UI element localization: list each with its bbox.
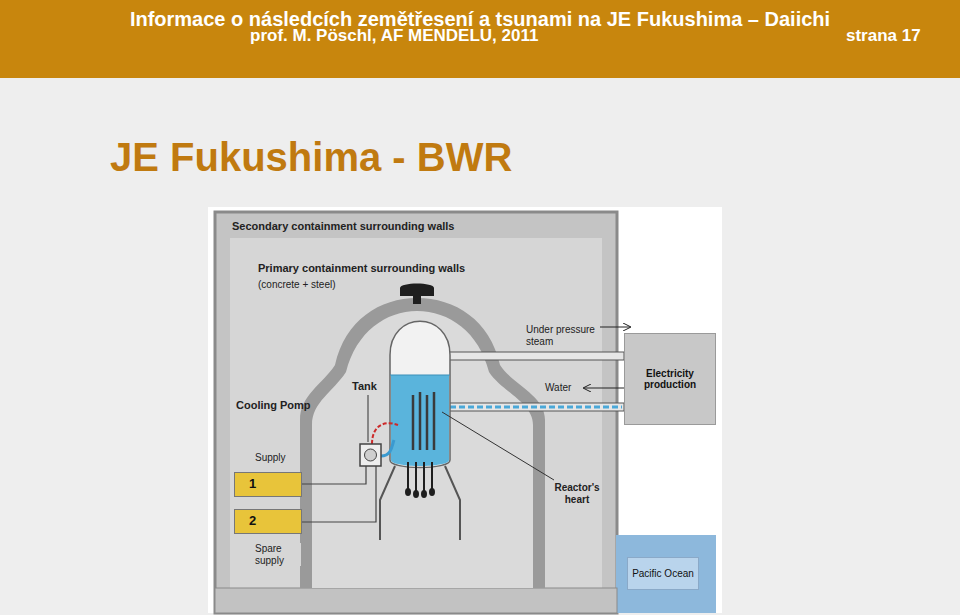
vent-stem (413, 296, 421, 304)
header-band (0, 0, 960, 78)
control-rods (408, 462, 432, 492)
part-label: Reactor's heart (548, 482, 606, 505)
tank-leader (368, 395, 369, 442)
part-label: (concrete + steel) (258, 279, 336, 291)
cooling-pump (360, 444, 381, 466)
secondary-inner (230, 238, 602, 613)
flow-label: Water (545, 382, 571, 394)
water-arrow (584, 388, 625, 389)
supply-box: 1 (234, 472, 302, 497)
steam-arrow (600, 327, 630, 328)
vessel-supports (380, 466, 460, 540)
output-box: Electricity production (624, 333, 716, 425)
page-number: strana 17 (846, 26, 921, 46)
water-flow (450, 406, 622, 409)
water-pipe (448, 403, 624, 411)
part-label: Tank (352, 380, 377, 393)
part-label: Spare supply (253, 543, 301, 566)
fuel-rods (413, 392, 434, 450)
rod-drives (405, 488, 435, 498)
supply-number: 2 (249, 514, 256, 529)
box-label: Electricity production (628, 368, 712, 391)
ocean-box: Pacific Ocean (627, 557, 699, 590)
flow-label: Under pressure steam (526, 324, 600, 347)
spare-supply-wire (302, 466, 376, 522)
ground-floor (215, 588, 617, 613)
part-label: Secondary containment surrounding walls (232, 220, 454, 233)
supply-number: 1 (249, 477, 256, 492)
primary-containment (300, 298, 545, 588)
pump-rotor (365, 449, 377, 461)
reactor-vessel (390, 321, 450, 467)
ocean-water (616, 535, 716, 613)
page-title: JE Fukushima - BWR (110, 134, 512, 180)
steam-pipe (448, 352, 624, 360)
part-label: Primary containment surrounding walls (258, 262, 465, 275)
pump-outlet (381, 440, 394, 456)
part-label: Supply (253, 452, 288, 464)
heart-leader (442, 412, 554, 480)
supply-wire (302, 466, 366, 484)
vessel-water (391, 375, 449, 466)
author-line: prof. M. Pöschl, AF MENDELU, 2011 (250, 26, 538, 46)
box-label: Pacific Ocean (632, 568, 694, 580)
supply-box: 2 (234, 509, 302, 534)
part-label: Cooling Pomp (236, 399, 311, 412)
vent-cap (400, 284, 434, 297)
figure-ground (208, 207, 722, 613)
water-level (390, 375, 450, 376)
secondary-containment (215, 212, 617, 613)
